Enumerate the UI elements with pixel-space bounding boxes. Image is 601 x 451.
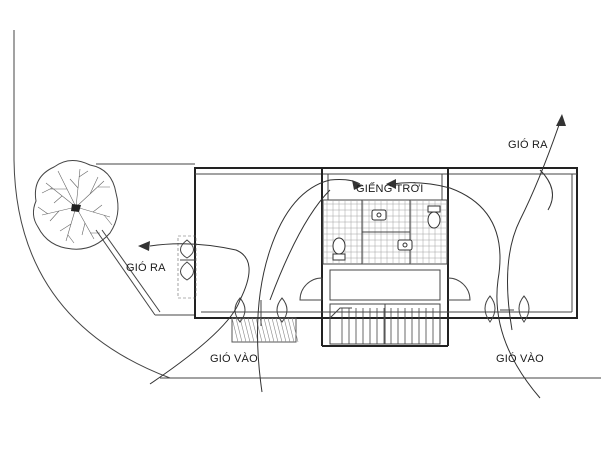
pattern-line [279,317,287,343]
pattern-line [255,317,263,343]
building-walls [194,167,578,347]
label-wind-out-left: GIÓ RA [126,261,166,274]
window-vent-right [484,295,530,323]
pattern-line [239,317,247,343]
door-swings [299,277,471,301]
tree-icon [32,160,119,250]
pattern-line [291,317,299,343]
toilet-icon [427,205,441,229]
label-wind-out-right: GIÓ RA [508,138,548,151]
pattern-line [231,317,239,343]
pattern-line [247,317,255,343]
toilet-icon [332,237,346,261]
site-boundary [13,30,601,379]
pattern-line [251,317,259,343]
pattern-line [287,317,295,343]
pattern-line [263,317,271,343]
staircase [329,303,441,345]
label-skylight: GIẾNG TRỜI [356,182,423,195]
pattern-line [283,317,291,343]
pattern-line [235,317,243,343]
label-wind-in-right: GIÓ VÀO [496,352,544,365]
sink-icon [397,239,413,251]
pattern-line [271,317,279,343]
landing [329,269,441,301]
pattern-line [267,317,275,343]
pattern-line [243,317,251,343]
sink-icon [371,209,387,221]
pattern-line [275,317,283,343]
label-wind-in-left: GIÓ VÀO [210,352,258,365]
airflow-lines [138,114,566,399]
window-vent-left [177,235,197,299]
side-yard [95,163,195,316]
window-vent-bottom [231,297,299,343]
